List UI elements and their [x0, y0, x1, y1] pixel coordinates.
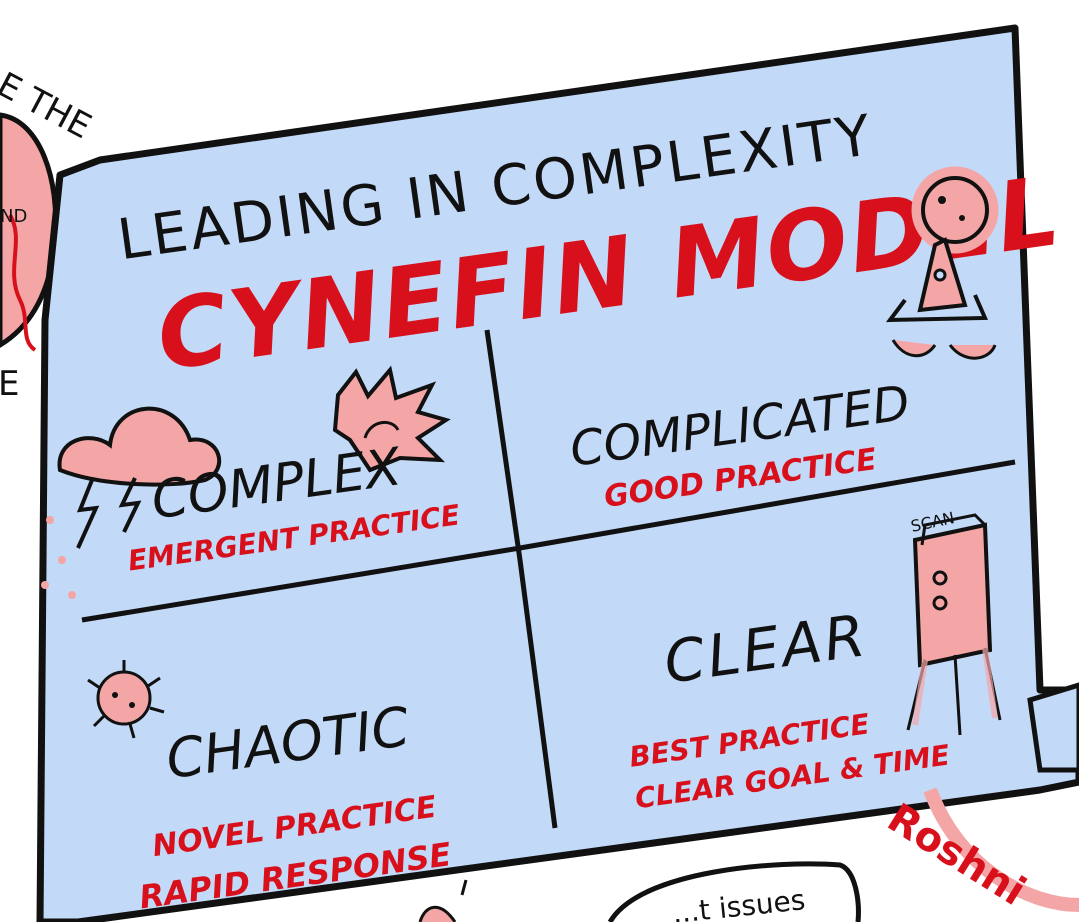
- scan-machine-icon: SCAN: [906, 508, 1002, 736]
- left-fragment-text-3: E: [0, 364, 19, 404]
- vertical-divider: [484, 329, 558, 829]
- rocket-moon-icon: [885, 166, 999, 360]
- author-fragment: Roshni: [879, 787, 1079, 915]
- storm-cloud-icon: [41, 406, 222, 599]
- virus-icon: [87, 660, 165, 739]
- bottom-fragments: ...t issues: [418, 861, 861, 922]
- folded-corner: [1027, 682, 1079, 773]
- author-name: Roshni: [879, 795, 1033, 915]
- left-fragment-text-2: ND: [0, 206, 27, 227]
- model-card: [36, 24, 1079, 922]
- sun-icon: [332, 365, 451, 473]
- horizontal-divider: [81, 459, 1016, 623]
